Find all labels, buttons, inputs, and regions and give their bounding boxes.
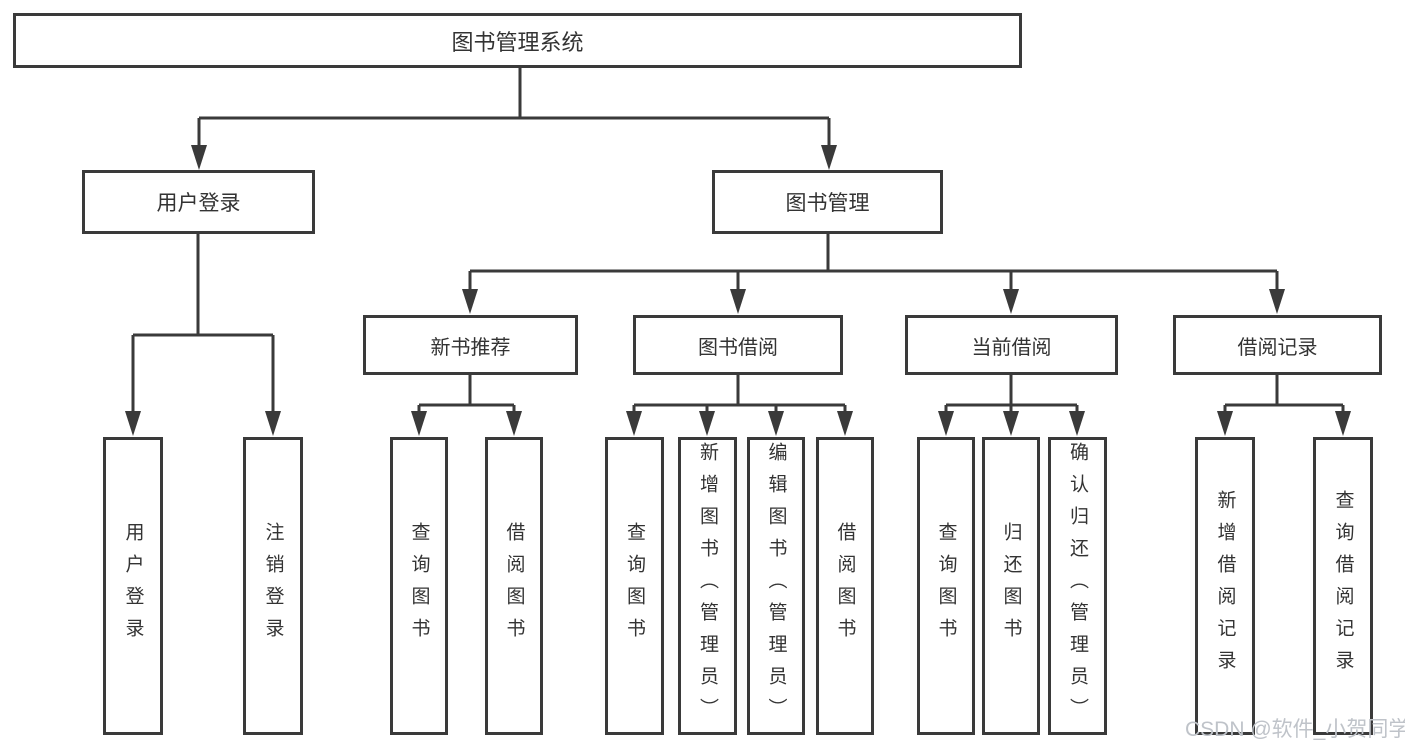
leaf-confirm-return-admin: 确认归还（管理员）	[1048, 437, 1107, 735]
node-user-login: 用户登录	[82, 170, 315, 234]
leaf-add-books-admin: 新增图书（管理员）	[678, 437, 737, 735]
node-root-label: 图书管理系统	[451, 29, 584, 55]
leaf-edit-books-admin: 编辑图书（管理员）	[747, 437, 805, 735]
leaf-borrow-books-2-label: 借阅图书	[834, 522, 856, 650]
node-book-management: 图书管理	[712, 170, 943, 234]
leaf-user-login-label: 用户登录	[122, 522, 144, 650]
node-new-book-recommend: 新书推荐	[363, 315, 578, 375]
leaf-query-books-2: 查询图书	[605, 437, 664, 735]
node-book-borrow-label: 图书借阅	[698, 336, 778, 359]
node-user-login-label: 用户登录	[156, 192, 241, 215]
node-root: 图书管理系统	[13, 13, 1022, 68]
node-book-management-label: 图书管理	[785, 192, 870, 215]
leaf-borrow-books-1: 借阅图书	[485, 437, 543, 735]
leaf-add-books-admin-label: 新增图书（管理员）	[697, 442, 718, 730]
node-current-borrow-label: 当前借阅	[971, 336, 1052, 359]
leaf-query-borrow-record: 查询借阅记录	[1313, 437, 1373, 735]
node-current-borrow: 当前借阅	[905, 315, 1118, 375]
leaf-query-books-2-label: 查询图书	[624, 522, 645, 650]
leaf-edit-books-admin-label: 编辑图书（管理员）	[765, 442, 787, 730]
leaf-confirm-return-admin-label: 确认归还（管理员）	[1067, 442, 1088, 730]
leaf-logout-label: 注销登录	[262, 522, 284, 650]
leaf-return-books-label: 归还图书	[1000, 522, 1022, 650]
leaf-query-books-3: 查询图书	[917, 437, 975, 735]
node-book-borrow: 图书借阅	[633, 315, 843, 375]
leaf-return-books: 归还图书	[982, 437, 1040, 735]
leaf-query-books-3-label: 查询图书	[935, 522, 957, 650]
arrowhead-icons	[125, 145, 1351, 436]
csdn-watermark: CSDN @软件_小贺同学	[1185, 718, 1405, 741]
leaf-user-login: 用户登录	[103, 437, 163, 735]
node-borrow-records-label: 借阅记录	[1237, 336, 1318, 359]
leaf-add-borrow-record-label: 新增借阅记录	[1214, 490, 1236, 682]
leaf-logout: 注销登录	[243, 437, 303, 735]
node-borrow-records: 借阅记录	[1173, 315, 1382, 375]
leaf-query-books-1-label: 查询图书	[408, 522, 430, 650]
node-new-book-recommend-label: 新书推荐	[430, 336, 511, 359]
leaf-add-borrow-record: 新增借阅记录	[1195, 437, 1255, 735]
leaf-borrow-books-2: 借阅图书	[816, 437, 874, 735]
leaf-query-books-1: 查询图书	[390, 437, 448, 735]
leaf-borrow-books-1-label: 借阅图书	[503, 522, 525, 650]
leaf-query-borrow-record-label: 查询借阅记录	[1332, 490, 1354, 682]
